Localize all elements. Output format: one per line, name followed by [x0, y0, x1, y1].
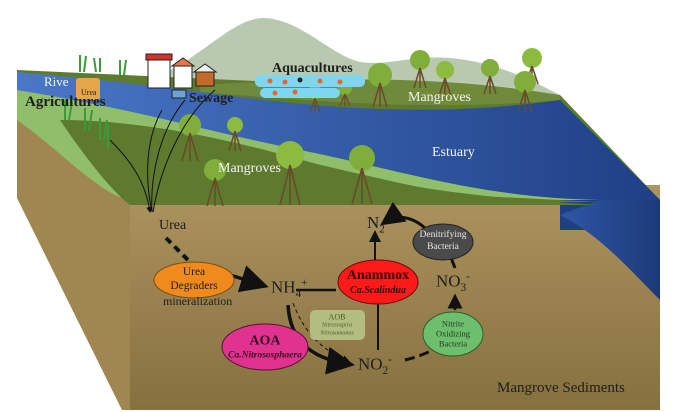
nh4-base: NH	[271, 277, 296, 297]
n2-compound: N2	[367, 214, 385, 235]
aquaculture-ponds	[255, 75, 365, 98]
no3-compound: NO3-	[436, 271, 470, 295]
mangrove-sediments-label: Mangrove Sediments	[497, 380, 625, 396]
urea-degraders-label: Urea Degraders	[170, 266, 217, 294]
anammox-genus: Ca.Scalindua	[350, 284, 406, 296]
buildings	[145, 53, 218, 99]
arrow-aob-dashed	[292, 302, 349, 362]
anammox-label: Anammox Ca.Scalindua	[347, 267, 409, 297]
anammox-name: Anammox	[346, 268, 410, 283]
arrow-urea-to-degraders	[164, 236, 192, 264]
nob-line2: Oxidizing	[436, 328, 470, 339]
aob-label: AOB Nitrosospira Nitrosomonas	[320, 313, 353, 338]
no2-sub: 2	[382, 365, 389, 378]
denitrifying-line2: Bacteria	[427, 242, 459, 252]
denitrifying-label: Denitrifying Bacteria	[420, 230, 467, 254]
aob-name: AOB	[328, 312, 346, 322]
urea-degraders-ellipse	[153, 261, 235, 299]
no3-sup: -	[466, 271, 470, 283]
agricultures-label: Agricultures	[25, 94, 106, 110]
urea-bag-label: Urea	[81, 88, 97, 97]
no2-base: NO	[358, 354, 383, 374]
arrow-no2-to-nob	[404, 340, 446, 362]
inflow-arrows	[109, 89, 216, 213]
mountain	[150, 18, 560, 95]
river-label: Rive	[44, 74, 69, 89]
mangroves-far-label: Mangroves	[408, 90, 471, 105]
denitrifying-line1: Denitrifying	[419, 230, 467, 241]
urea-compound: Urea	[159, 218, 187, 233]
nob-line3: Bacteria	[438, 339, 468, 350]
aquacultures-label: Aquacultures	[272, 61, 353, 76]
aob-box	[310, 310, 365, 340]
anammox-ellipse	[337, 259, 419, 305]
denitrifying-ellipse	[412, 223, 474, 261]
no2-compound: NO2-	[358, 354, 392, 378]
n2-sub: 2	[379, 223, 385, 236]
mineralization-label: mineralization	[163, 294, 233, 308]
aoa-label: AOA Ca.Nitrososphaera	[228, 332, 302, 361]
estuary-label: Estuary	[432, 145, 475, 160]
mangrove-trees-near	[179, 114, 375, 207]
aob-genus2: Nitrosomonas	[320, 330, 354, 336]
river	[17, 72, 660, 200]
aoa-genus: Ca.Nitrososphaera	[228, 349, 302, 360]
arrow-denitrifying-to-n2	[380, 201, 426, 230]
nh4-sup: +	[301, 277, 308, 289]
no3-sub: 3	[460, 282, 467, 295]
aoa-name: AOA	[249, 333, 281, 349]
no2-sup: -	[388, 354, 392, 366]
aob-genus1: Nitrosospira	[321, 322, 353, 329]
aoa-ellipse	[221, 323, 309, 371]
no3-base: NO	[436, 271, 461, 291]
nh4-sub: 4	[295, 288, 302, 301]
urea-degraders-line1: Urea	[182, 266, 206, 279]
nh4-compound: NH4+	[271, 277, 308, 301]
mangroves-near-label: Mangroves	[218, 161, 281, 176]
n2-base: N	[367, 213, 380, 232]
urea-bag	[76, 78, 100, 100]
nob-ellipse	[422, 311, 484, 357]
nob-label: Nitrite Oxidizing Bacteria	[436, 319, 470, 350]
sewage-label: Sewage	[189, 91, 234, 106]
rice-plants	[64, 55, 127, 148]
urea-degraders-line2: Degraders	[170, 280, 218, 292]
nob-line1: Nitrite	[441, 318, 465, 329]
arrow-degraders-to-nh4	[229, 265, 269, 293]
